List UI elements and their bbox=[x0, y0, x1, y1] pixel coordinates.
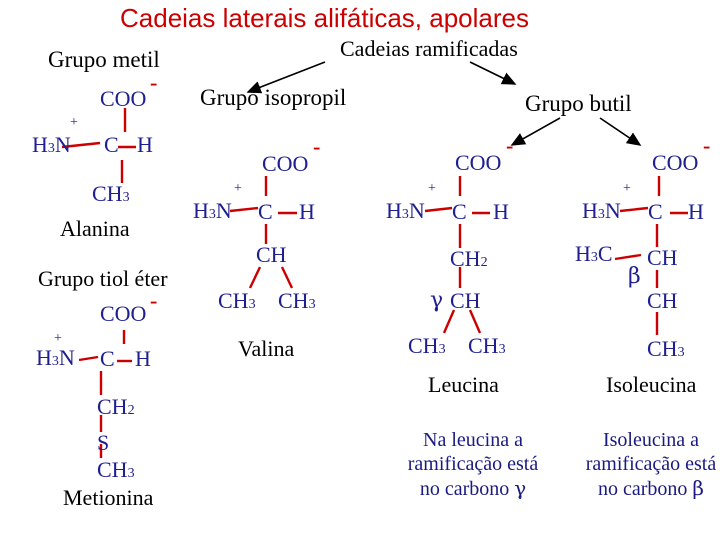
valina-ch3-left: CH3 bbox=[218, 288, 256, 313]
isoleucina-plus: + bbox=[623, 181, 631, 196]
arrow-to-isopropil bbox=[246, 61, 326, 94]
valina-coo: COO bbox=[262, 151, 309, 176]
leucina-name: Leucina bbox=[428, 372, 499, 397]
metionina-ch2: CH2 bbox=[97, 394, 135, 419]
valina-c: C bbox=[258, 199, 273, 224]
isoleucina-name: Isoleucina bbox=[606, 372, 697, 397]
valina-ch: CH bbox=[256, 242, 287, 267]
isoleucina-ch-beta: CH bbox=[647, 245, 678, 270]
grupo-tiol-eter-label: Grupo tiol éter bbox=[38, 266, 168, 291]
metionina-coo: COO bbox=[100, 301, 147, 326]
leucina-plus: + bbox=[428, 181, 436, 196]
leucina-h: H bbox=[493, 199, 509, 224]
page-title: Cadeias laterais alifáticas, apolares bbox=[120, 3, 529, 33]
isoleucina-h3n: H3N bbox=[582, 198, 621, 223]
valina-plus: + bbox=[234, 181, 242, 196]
isoleucina-coo: COO bbox=[652, 150, 699, 175]
metionina-ch3: CH3 bbox=[97, 457, 135, 482]
metionina-s: S bbox=[97, 430, 110, 455]
valina-coo-minus: - bbox=[313, 134, 321, 159]
leucina-note: Na leucina a ramificação está no carbono… bbox=[407, 429, 539, 500]
valina-h: H bbox=[299, 199, 315, 224]
leucina-ch3-right: CH3 bbox=[468, 333, 506, 358]
alanina-c: C bbox=[104, 132, 119, 157]
isoleucina-beta: β bbox=[628, 264, 641, 289]
alanina-name: Alanina bbox=[60, 216, 130, 241]
metionina-plus: + bbox=[54, 331, 62, 346]
isoleucina-ch: CH bbox=[647, 288, 678, 313]
isoleucina-note: Isoleucina a ramificação está no carbono… bbox=[585, 429, 717, 500]
leucina-h3n: H3N bbox=[386, 198, 425, 223]
leucina-c: C bbox=[452, 199, 467, 224]
alanina-coo-minus: - bbox=[150, 70, 158, 95]
alanina-plus: + bbox=[70, 115, 78, 130]
isoleucina-c: C bbox=[648, 199, 663, 224]
isoleucina-coo-minus: - bbox=[703, 133, 711, 158]
cadeias-ramificadas-label: Cadeias ramificadas bbox=[340, 36, 518, 61]
grupo-butil-label: Grupo butil bbox=[525, 91, 632, 116]
leucina-coo-minus: - bbox=[506, 133, 514, 158]
metionina-h3n: H3N bbox=[36, 345, 75, 370]
valina-name: Valina bbox=[238, 336, 295, 361]
valina-ch3-right: CH3 bbox=[278, 288, 316, 313]
arrow-to-leucina bbox=[510, 117, 561, 146]
metionina-c: C bbox=[100, 346, 115, 371]
grupo-isopropil-label: Grupo isopropil bbox=[200, 85, 347, 110]
arrow-to-isoleucina bbox=[599, 117, 642, 146]
leucina-gamma: γ bbox=[430, 288, 444, 313]
isoleucina-h: H bbox=[688, 199, 704, 224]
valina-h3n: H3N bbox=[193, 198, 232, 223]
grupo-metil-label: Grupo metil bbox=[48, 47, 160, 72]
metionina-coo-minus: - bbox=[150, 288, 158, 313]
leucina-ch2: CH2 bbox=[450, 246, 488, 271]
isoleucina-ch3: CH3 bbox=[647, 336, 685, 361]
isoleucina-h3c: H3C bbox=[575, 241, 613, 266]
leucina-ch: CH bbox=[450, 288, 481, 313]
leucina-coo: COO bbox=[455, 150, 502, 175]
metionina-h: H bbox=[135, 346, 151, 371]
alanina-h: H bbox=[137, 132, 153, 157]
alanina-coo: COO bbox=[100, 86, 147, 111]
leucina-ch3-left: CH3 bbox=[408, 333, 446, 358]
arrow-to-butil bbox=[469, 61, 517, 85]
alanina-h3n: H3N bbox=[32, 132, 71, 157]
alanina-ch3: CH3 bbox=[92, 181, 130, 206]
metionina-name: Metionina bbox=[63, 485, 154, 510]
